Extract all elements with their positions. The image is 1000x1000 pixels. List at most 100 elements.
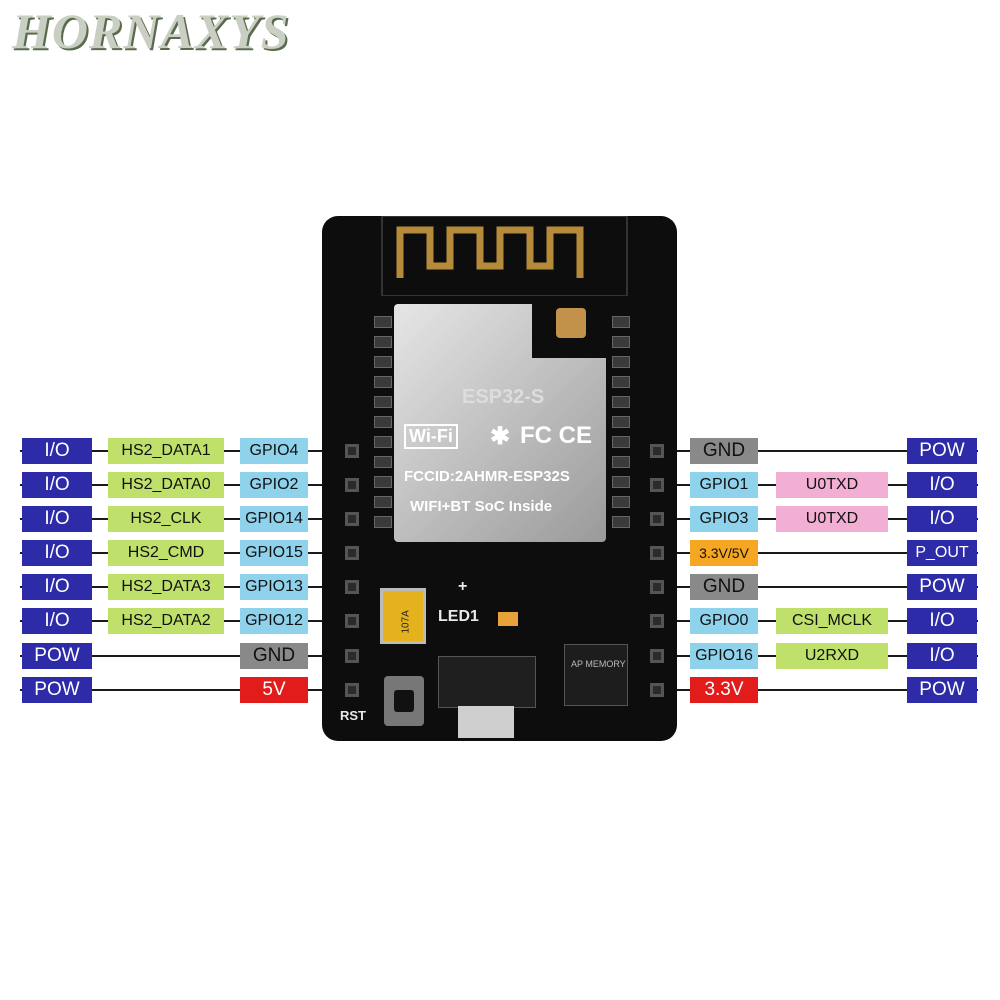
module-pad xyxy=(612,516,630,528)
connector-line-right xyxy=(660,450,978,452)
left-function-label: HS2_DATA3 xyxy=(108,574,224,600)
wifi-logo: Wi-Fi xyxy=(404,424,458,449)
plus-label: + xyxy=(458,578,468,595)
esp32-module: ESP32-S Wi-Fi ✱ FC CE FCCID:2AHMR-ESP32S… xyxy=(394,304,606,542)
module-pad xyxy=(612,416,630,428)
module-pad xyxy=(612,496,630,508)
module-pad xyxy=(374,416,392,428)
right-function-label: CSI_MCLK xyxy=(776,608,888,634)
left-function-label: HS2_DATA2 xyxy=(108,608,224,634)
header-pin-left xyxy=(345,546,359,560)
connector-line-left xyxy=(20,689,340,691)
right-gpio-label: GPIO1 xyxy=(690,472,758,498)
header-pin-right xyxy=(650,478,664,492)
module-pad xyxy=(374,316,392,328)
voltage-regulator xyxy=(438,656,536,708)
module-pad xyxy=(612,476,630,488)
header-pin-right xyxy=(650,649,664,663)
left-gpio-label: GPIO14 xyxy=(240,506,308,532)
left-role-label: I/O xyxy=(22,472,92,498)
module-pad xyxy=(374,436,392,448)
fccid-text: FCCID:2AHMR-ESP32S xyxy=(404,468,570,485)
header-pin-left xyxy=(345,444,359,458)
psram-label: AP MEMORY xyxy=(571,659,626,669)
left-role-label: POW xyxy=(22,643,92,669)
module-pad xyxy=(374,496,392,508)
psram-chip: AP MEMORY xyxy=(564,644,628,706)
left-role-label: I/O xyxy=(22,608,92,634)
left-role-label: I/O xyxy=(22,540,92,566)
left-role-label: I/O xyxy=(22,438,92,464)
left-function-label: HS2_CLK xyxy=(108,506,224,532)
header-pin-left xyxy=(345,649,359,663)
left-gpio-label: GND xyxy=(240,643,308,669)
header-pin-right xyxy=(650,580,664,594)
header-pin-left xyxy=(345,683,359,697)
header-pin-right xyxy=(650,512,664,526)
header-pin-left xyxy=(345,614,359,628)
left-function-label: HS2_DATA0 xyxy=(108,472,224,498)
connector-line-right xyxy=(660,689,978,691)
left-role-label: I/O xyxy=(22,506,92,532)
left-function-label: HS2_CMD xyxy=(108,540,224,566)
header-pin-right xyxy=(650,614,664,628)
right-function-label: U0TXD xyxy=(776,472,888,498)
regulator-tab xyxy=(458,706,514,738)
module-pad xyxy=(374,376,392,388)
module-pad xyxy=(374,396,392,408)
right-role-label: POW xyxy=(907,677,977,703)
left-function-label: HS2_DATA1 xyxy=(108,438,224,464)
right-gpio-label: GPIO3 xyxy=(690,506,758,532)
left-gpio-label: GPIO4 xyxy=(240,438,308,464)
header-pin-right xyxy=(650,683,664,697)
header-pin-right xyxy=(650,546,664,560)
right-role-label: I/O xyxy=(907,472,977,498)
right-function-label: U0TXD xyxy=(776,506,888,532)
left-gpio-label: GPIO2 xyxy=(240,472,308,498)
reset-button[interactable] xyxy=(384,676,424,726)
esp32-cam-board: ESP32-S Wi-Fi ✱ FC CE FCCID:2AHMR-ESP32S… xyxy=(322,216,677,741)
led-label: LED1 xyxy=(438,608,479,625)
module-logo: ESP32-S xyxy=(462,386,545,408)
right-gpio-label: GPIO16 xyxy=(690,643,758,669)
right-gpio-label: GND xyxy=(690,438,758,464)
left-gpio-label: GPIO13 xyxy=(240,574,308,600)
left-gpio-label: GPIO12 xyxy=(240,608,308,634)
right-gpio-label: 3.3V xyxy=(690,677,758,703)
header-pin-left xyxy=(345,478,359,492)
left-role-label: I/O xyxy=(22,574,92,600)
connector-line-left xyxy=(20,655,340,657)
module-pad xyxy=(612,356,630,368)
right-role-label: I/O xyxy=(907,643,977,669)
module-pad xyxy=(612,336,630,348)
module-pad xyxy=(612,456,630,468)
ipex-connector xyxy=(556,308,586,338)
right-role-label: POW xyxy=(907,574,977,600)
capacitor-label: 107A xyxy=(400,610,412,634)
right-role-label: P_OUT xyxy=(907,540,977,566)
right-gpio-label: 3.3V/5V xyxy=(690,540,758,566)
right-role-label: I/O xyxy=(907,506,977,532)
right-function-label: U2RXD xyxy=(776,643,888,669)
module-pad xyxy=(374,456,392,468)
tantalum-capacitor: 107A xyxy=(380,588,426,644)
module-pad xyxy=(374,356,392,368)
brand-logo: HORNAXYS xyxy=(12,3,290,59)
fcc-ce-logo: FC CE xyxy=(520,422,592,449)
right-gpio-label: GND xyxy=(690,574,758,600)
left-role-label: POW xyxy=(22,677,92,703)
module-pad xyxy=(612,316,630,328)
bluetooth-icon: ✱ xyxy=(490,423,511,450)
left-gpio-label: 5V xyxy=(240,677,308,703)
module-pad xyxy=(612,376,630,388)
left-gpio-label: GPIO15 xyxy=(240,540,308,566)
module-pad xyxy=(374,336,392,348)
antenna-trace xyxy=(381,216,628,296)
module-pad xyxy=(612,396,630,408)
connector-line-right xyxy=(660,586,978,588)
rst-label: RST xyxy=(340,708,366,723)
module-pad xyxy=(612,436,630,448)
header-pin-right xyxy=(650,444,664,458)
connector-line-right xyxy=(660,552,978,554)
soc-text: WIFI+BT SoC Inside xyxy=(410,498,553,515)
